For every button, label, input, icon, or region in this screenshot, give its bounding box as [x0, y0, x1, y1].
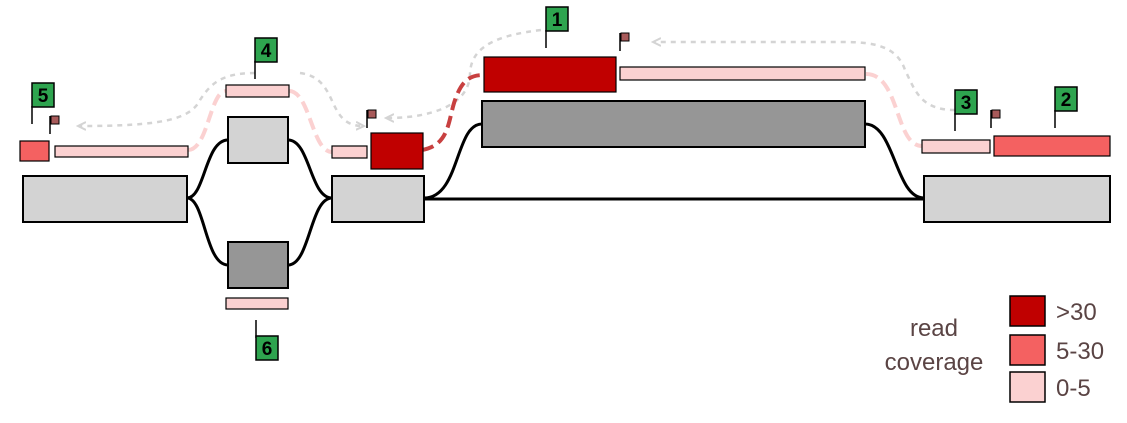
read-5-right	[54, 145, 189, 158]
read-6	[225, 297, 289, 310]
junction-read-4-left-dashed	[187, 89, 227, 152]
read-3-small	[331, 145, 368, 159]
small-flag-1	[619, 32, 630, 51]
dashed-arrow-1	[388, 28, 542, 118]
small-flag-3-left	[366, 109, 377, 128]
flag-5: 5	[31, 82, 55, 124]
read-3-left	[921, 139, 991, 154]
legend-swatch-mid	[1009, 334, 1046, 366]
read-4	[225, 84, 290, 98]
legend-label-high: >30	[1056, 299, 1097, 326]
exon-1	[22, 175, 188, 223]
junction-read-4-right-dashed	[288, 89, 333, 154]
read-1-top	[483, 56, 617, 93]
junction-read-3-dashed	[865, 72, 923, 148]
small-flag-3-right	[990, 109, 1001, 128]
legend: read coverage >30 5-30 0-5	[885, 295, 1104, 403]
legend-label-low: 0-5	[1056, 375, 1091, 402]
junction-3-4	[423, 122, 483, 200]
junction-2a-3	[287, 138, 333, 200]
flag-1-label: 1	[552, 10, 563, 31]
flag-4-label: 4	[261, 41, 272, 62]
flag-3-label: 3	[961, 93, 972, 114]
flag-5-label: 5	[38, 86, 49, 107]
flag-1: 1	[545, 6, 569, 48]
reads	[19, 56, 1111, 310]
flag-6-label: 6	[262, 339, 273, 360]
junction-2b-3	[287, 196, 333, 267]
splice-junctions	[186, 122, 925, 267]
junction-read-1-dashed	[421, 73, 485, 152]
legend-swatch-low	[1009, 371, 1046, 403]
flag-6: 6	[255, 320, 279, 361]
legend-title-line2: coverage	[885, 349, 984, 376]
exon-2b	[227, 241, 289, 289]
read-1-extension	[619, 66, 866, 81]
flag-2-label: 2	[1061, 90, 1072, 111]
numbered-flags: 1 2 3 4 5 6	[31, 6, 1078, 361]
exons	[22, 100, 1111, 289]
legend-title-line1: read	[910, 315, 958, 342]
exon-5	[923, 175, 1111, 223]
junction-4-5	[864, 122, 925, 200]
read-1-left-high	[370, 132, 424, 170]
flag-3: 3	[954, 89, 978, 131]
small-flags	[49, 32, 1001, 134]
read-5-left	[19, 140, 50, 162]
junction-1-2a	[186, 138, 229, 200]
flag-4: 4	[254, 37, 278, 79]
junction-1-2b	[186, 196, 229, 267]
coverage-junctions	[187, 72, 923, 154]
dashed-arrows	[80, 28, 956, 126]
exon-3	[331, 175, 425, 223]
legend-label-mid: 5-30	[1056, 338, 1104, 365]
read-2-right	[993, 135, 1111, 157]
exon-2a	[227, 116, 289, 164]
exon-4	[481, 100, 866, 148]
small-flag-5	[49, 115, 60, 134]
legend-swatch-high	[1009, 295, 1046, 327]
dashed-arrow-4	[299, 71, 362, 126]
flag-2: 2	[1054, 86, 1078, 128]
